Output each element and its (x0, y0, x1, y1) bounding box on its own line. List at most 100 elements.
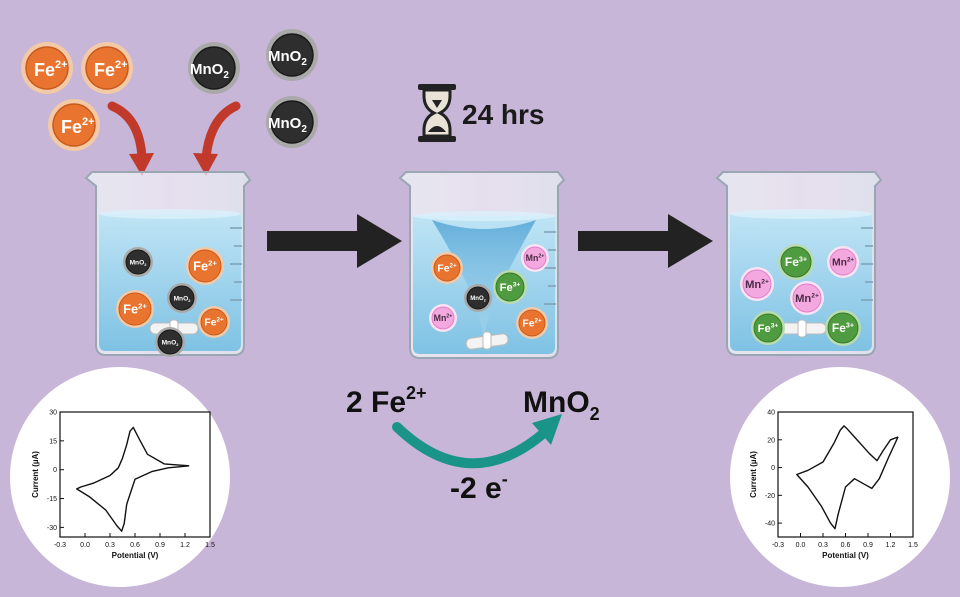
drop-arrow-right (201, 101, 241, 163)
reaction-product: MnO2 (523, 386, 600, 424)
electron-transfer-arrow (392, 414, 562, 469)
vortex (432, 220, 536, 336)
y-tick-label: 0 (771, 465, 775, 472)
mno2-ion: MnO2 (155, 327, 185, 357)
ion-label: Fe3+ (758, 322, 779, 334)
drop-arrow-right-head (193, 153, 218, 176)
y-tick-label: -30 (47, 525, 57, 532)
mn2-ion: Mn2+ (521, 244, 549, 272)
x-tick-label: 0.0 (796, 542, 806, 549)
ion-label: Mn2+ (745, 278, 769, 290)
electron-count: -2 e- (450, 469, 508, 505)
top-reagent-ions: Fe2+ Fe2+ Fe2+ MnO2 MnO2 MnO2 (21, 29, 318, 151)
mn2-ion: Mn2+ (429, 304, 457, 332)
x-tick-label: 0.0 (80, 542, 90, 549)
x-tick-label: 0.6 (130, 542, 140, 549)
fe2-ion: Fe2+ (431, 252, 463, 284)
stir-bar-icon (777, 319, 827, 338)
y-tick-label: 20 (767, 437, 775, 444)
ion-label: Fe2+ (193, 258, 217, 273)
mn2-ion: Mn2+ (790, 281, 824, 315)
cv-curve (796, 425, 899, 530)
fe2-ion-top-3: Fe2+ (48, 99, 100, 151)
y-tick-label: -40 (765, 521, 775, 528)
mno2-ion: MnO2 (464, 284, 492, 312)
ion-label: Mn2+ (434, 313, 453, 323)
svg-text:Fe2+: Fe2+ (94, 59, 128, 80)
x-tick-label: -0.3 (772, 542, 784, 549)
process-arrow-1 (267, 214, 402, 268)
stir-bar-icon (465, 331, 509, 350)
mno2-particle-top-3: MnO2 (266, 96, 318, 148)
cv-curve (75, 426, 190, 532)
drop-arrow-left (107, 101, 147, 163)
x-axis-label: Potential (V) (822, 551, 869, 560)
ion-label: MnO2 (470, 296, 485, 303)
ions-beaker-final: Fe3+ Mn2+ Mn2+ Mn2+ Fe3+ Fe3+ (740, 244, 861, 346)
ion-label: Fe2+ (123, 301, 147, 316)
cv-plot-initial-frame (10, 367, 230, 587)
x-tick-label: 0.9 (863, 542, 873, 549)
y-axis-label: Current (µA) (749, 451, 758, 498)
fe3-ion: Fe3+ (778, 244, 814, 280)
fe2-ion-top-1: Fe2+ (21, 42, 73, 94)
mn2-ion: Mn2+ (740, 267, 774, 301)
fe2-ion: Fe2+ (116, 290, 154, 328)
fe3-ion: Fe3+ (751, 311, 785, 345)
ion-label: MnO2 (130, 259, 148, 267)
x-tick-label: 1.2 (180, 542, 190, 549)
y-tick-label: -15 (47, 496, 57, 503)
y-axis-label: Current (µA) (31, 451, 40, 498)
mno2-particle-top-2: MnO2 (266, 29, 318, 81)
reaction-reactant: 2 Fe2+ (346, 383, 427, 419)
cv-plot-final-frame (730, 367, 950, 587)
hourglass-icon (418, 84, 456, 142)
fe3-ion: Fe3+ (825, 310, 861, 346)
mno2-particle-top-1: MnO2 (188, 42, 240, 94)
y-tick-label: 15 (49, 438, 57, 445)
x-tick-label: 0.3 (105, 542, 115, 549)
y-tick-label: -20 (765, 493, 775, 500)
svg-text:MnO2: MnO2 (268, 115, 307, 135)
ion-label: Fe2+ (522, 317, 542, 329)
ion-label: Mn2+ (832, 256, 854, 268)
fe2-ion: Fe2+ (198, 306, 230, 338)
ion-label: Mn2+ (795, 292, 819, 304)
fe2-ion: Fe2+ (516, 307, 548, 339)
mno2-ion: MnO2 (123, 247, 153, 277)
ion-label: MnO2 (162, 339, 180, 347)
process-arrow-2 (578, 214, 713, 268)
ion-label: Fe3+ (832, 320, 854, 335)
svg-text:MnO2: MnO2 (268, 48, 307, 68)
drop-arrows (107, 101, 241, 176)
svg-text:MnO2: MnO2 (190, 61, 229, 81)
x-tick-label: 0.9 (155, 542, 165, 549)
x-tick-label: 1.5 (205, 542, 215, 549)
fe3-ion: Fe3+ (493, 270, 527, 304)
ion-label: Fe2+ (204, 316, 224, 328)
ion-label: Fe3+ (785, 254, 807, 269)
y-tick-label: 0 (53, 467, 57, 474)
x-tick-label: -0.3 (54, 542, 66, 549)
fe2-ion: Fe2+ (186, 247, 224, 285)
fe2-ion-top-2: Fe2+ (81, 42, 133, 94)
cv-plot-initial: -0.3 0.0 0.3 0.6 0.9 1.2 1.5 30 15 0 -15 -30Potenti… (31, 410, 215, 561)
x-tick-label: 1.5 (908, 542, 918, 549)
ion-label: MnO2 (174, 295, 192, 303)
mno2-ion: MnO2 (167, 283, 197, 313)
x-tick-label: 0.6 (841, 542, 851, 549)
svg-text:Fe2+: Fe2+ (34, 59, 68, 80)
ion-label: Mn2+ (526, 253, 545, 263)
ion-label: Fe2+ (437, 262, 457, 274)
y-tick-label: 30 (49, 410, 57, 417)
y-tick-label: 40 (767, 410, 775, 417)
ion-label: Fe3+ (500, 281, 521, 293)
svg-text:Fe2+: Fe2+ (61, 116, 95, 137)
x-axis-label: Potential (V) (112, 551, 159, 560)
drop-arrow-left-head (129, 153, 154, 176)
x-tick-label: 0.3 (818, 542, 828, 549)
